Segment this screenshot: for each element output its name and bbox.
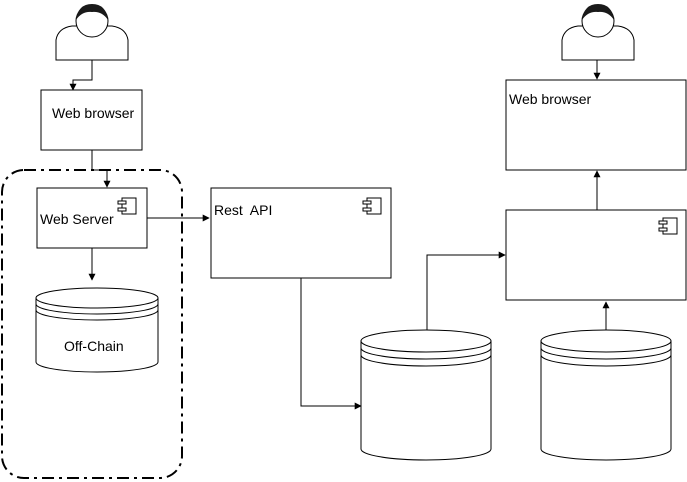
browser-right-label: Web browser: [509, 91, 592, 107]
browser-left-box: [40, 89, 143, 151]
component-icon: [362, 197, 382, 215]
edge-restapi-to-db-middle: [300, 278, 362, 410]
component-icon: [658, 217, 678, 235]
rest-api-box: [210, 187, 392, 279]
off-chain-database: [35, 287, 159, 373]
browser-left-label: Web browser: [52, 105, 135, 121]
component-icon: [117, 197, 137, 215]
edge-browser-to-webserver: [91, 150, 111, 188]
web-server-label: Web Server: [40, 211, 114, 227]
browser-right-box: [505, 79, 687, 171]
rest-api-label: Rest API: [214, 202, 272, 218]
database-right: [540, 329, 672, 461]
edge-db-middle-to-component: [426, 251, 506, 330]
database-middle: [360, 329, 492, 461]
edge-user-to-browser-left: [69, 60, 93, 91]
user-icon-left: [55, 4, 129, 61]
user-icon-right: [561, 4, 635, 61]
off-chain-label: Off-Chain: [64, 338, 124, 354]
component-right-box: [505, 209, 687, 301]
